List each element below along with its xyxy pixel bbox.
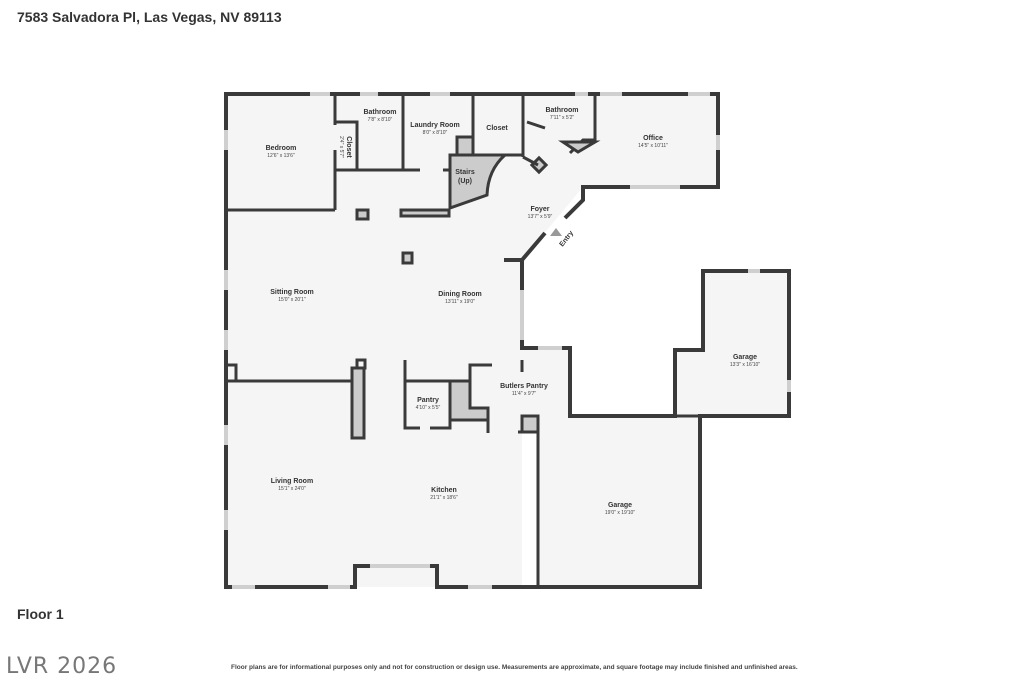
room-name: Stairs	[455, 169, 475, 176]
room-dims: 15'0" x 20'1"	[278, 297, 306, 303]
room-dims: (Up)	[458, 178, 472, 185]
entry-arrow-icon	[550, 228, 562, 236]
room-dims: 7'8" x 8'10"	[368, 117, 393, 123]
room-name: Office	[643, 135, 663, 142]
room-name: Closet	[486, 125, 508, 132]
room-dims: 11'4" x 9'7"	[512, 391, 536, 397]
room-dims: 4'10" x 5'5"	[416, 405, 441, 411]
room-dims: 15'1" x 24'0"	[278, 486, 306, 492]
property-address: 7583 Salvadora Pl, Las Vegas, NV 89113	[17, 9, 282, 25]
interior-walls	[224, 94, 700, 587]
room-name: Garage	[733, 354, 757, 361]
room-name: Closet	[345, 136, 352, 158]
room-dims: 21'1" x 18'6"	[430, 495, 458, 501]
room-dims: 12'6" x 13'6"	[267, 153, 295, 159]
disclaimer: Floor plans are for informational purpos…	[231, 664, 798, 671]
room-name: Foyer	[530, 206, 549, 213]
room-name: Kitchen	[431, 487, 457, 494]
room-name: Laundry Room	[410, 122, 459, 129]
room-name: Dining Room	[438, 291, 482, 298]
room-name: Garage	[608, 502, 632, 509]
garage-fill	[538, 271, 789, 587]
windows	[224, 92, 791, 589]
room-dims: 19'0" x 19'10"	[605, 510, 635, 516]
room-dims: 13'7" x 5'9"	[528, 214, 553, 220]
room-name: Bathroom	[363, 109, 396, 116]
floor-label: Floor 1	[17, 606, 64, 622]
room-dims: 13'3" x 16'10"	[730, 362, 760, 368]
room-dims: 2'4" x 5'7"	[338, 136, 344, 158]
room-name: Pantry	[417, 397, 439, 404]
room-name: Sitting Room	[270, 289, 314, 296]
room-dims: 8'0" x 8'10"	[423, 130, 448, 136]
room-labels: Bedroom 12'6" x 13'6" Bathroom 7'8" x 8'…	[266, 107, 761, 516]
room-name: Bedroom	[266, 145, 297, 152]
logo-watermark: LVR 2026	[6, 654, 118, 679]
room-name: Butlers Pantry	[500, 383, 548, 390]
room-name: Bathroom	[545, 107, 578, 114]
room-dims: 13'11" x 19'0"	[445, 299, 475, 305]
room-name: Living Room	[271, 478, 313, 485]
room-dims: 7'11" x 5'2"	[550, 115, 574, 121]
room-dims: 14'5" x 10'11"	[638, 143, 668, 149]
